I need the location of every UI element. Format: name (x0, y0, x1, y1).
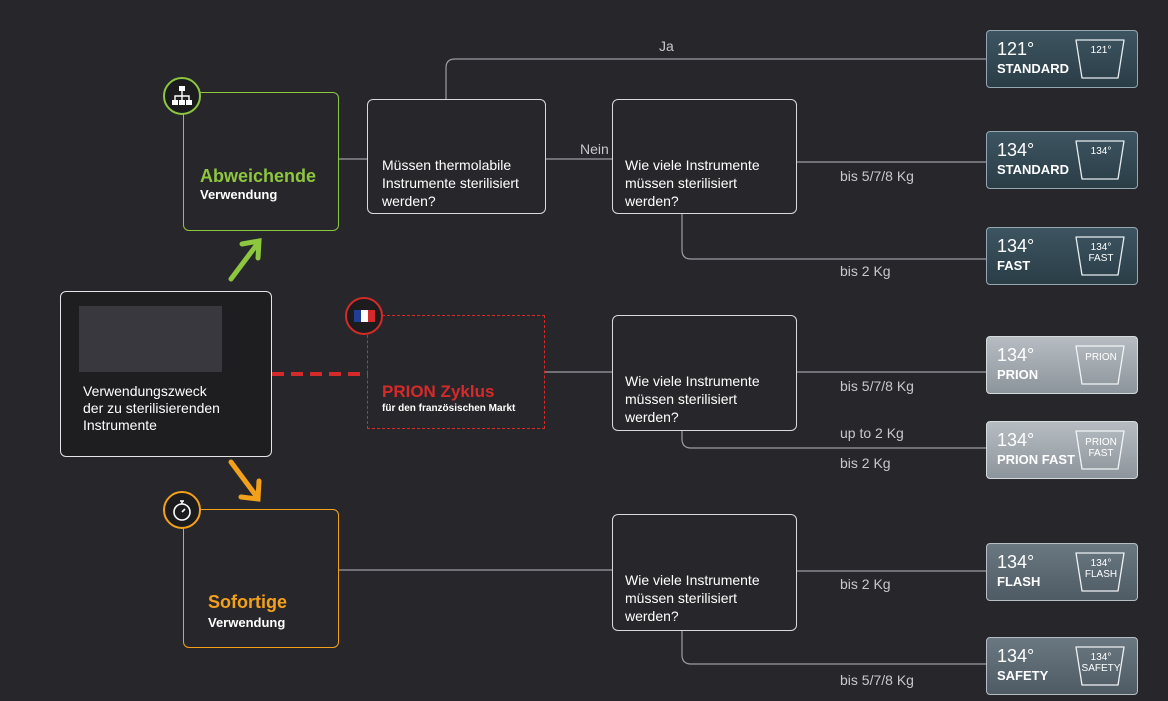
result-134-standard: 134° STANDARD 134° (986, 131, 1138, 189)
category-sofortige-title: Sofortige (208, 592, 287, 612)
category-abweichende (183, 92, 339, 231)
arrow-to-abweichende (228, 237, 262, 282)
result-134-flash: 134° FLASH 134° FLASH (986, 543, 1138, 601)
cycle-badge-icon (1075, 646, 1125, 686)
question-anzahl-2: Wie viele Instrumente müssen sterilisier… (612, 315, 797, 431)
question-anzahl-1: Wie viele Instrumente müssen sterilisier… (612, 99, 797, 214)
result-134-prion-fast: 134° PRION FAST PRION FAST (986, 421, 1138, 479)
edge-label-weight: up to 2 Kg (840, 425, 904, 441)
question-anzahl-3: Wie viele Instrumente müssen sterilisier… (612, 514, 797, 631)
edge-label-weight: bis 5/7/8 Kg (840, 672, 914, 688)
category-prion-subtitle: für den französischen Markt (382, 403, 516, 414)
category-sofortige-subtitle: Verwendung (208, 615, 286, 630)
cycle-badge-icon (1075, 140, 1125, 180)
arrow-to-sofortige (228, 459, 262, 502)
edge-label-nein: Nein (580, 141, 609, 157)
edge-label-weight: bis 2 Kg (840, 263, 891, 279)
category-prion (367, 315, 545, 429)
edge-label-weight: bis 5/7/8 Kg (840, 378, 914, 394)
line-ja (445, 58, 987, 99)
result-134-fast: 134° FAST 134° FAST (986, 227, 1138, 285)
edge-label-ja: Ja (659, 38, 674, 54)
result-134-safety: 134° SAFETY 134° SAFETY (986, 637, 1138, 695)
stopwatch-icon (163, 491, 201, 529)
edge-label-weight: bis 5/7/8 Kg (840, 168, 914, 184)
category-abweichende-subtitle: Verwendung (200, 187, 278, 202)
edge-label-weight: bis 2 Kg (840, 576, 891, 592)
start-label: Verwendungszweck der zu sterilisierenden… (83, 383, 220, 433)
line-q2-prion-fast (681, 430, 987, 449)
cycle-badge-icon (1075, 552, 1125, 592)
cycle-badge-icon (1075, 39, 1125, 79)
france-flag-icon (345, 297, 383, 335)
cycle-badge-icon (1075, 236, 1125, 276)
category-prion-title: PRION Zyklus (382, 382, 495, 401)
result-134-prion: 134° PRION PRION (986, 336, 1138, 394)
category-abweichende-title: Abweichende (200, 166, 317, 186)
cycle-badge-icon (1075, 345, 1125, 385)
hierarchy-icon (163, 77, 201, 115)
line-q1-fast (681, 213, 987, 260)
edge-label-weight: bis 2 Kg (840, 455, 891, 471)
start-box: Verwendungszweck der zu sterilisierenden… (60, 291, 272, 457)
category-sofortige (183, 509, 339, 648)
line-q3-safety (681, 630, 987, 665)
redacted-image (79, 306, 222, 372)
result-121-standard: 121° STANDARD 121° (986, 30, 1138, 88)
question-thermolabile: Müssen thermolabile Instrumente sterilis… (367, 99, 546, 214)
cycle-badge-icon (1075, 430, 1125, 470)
